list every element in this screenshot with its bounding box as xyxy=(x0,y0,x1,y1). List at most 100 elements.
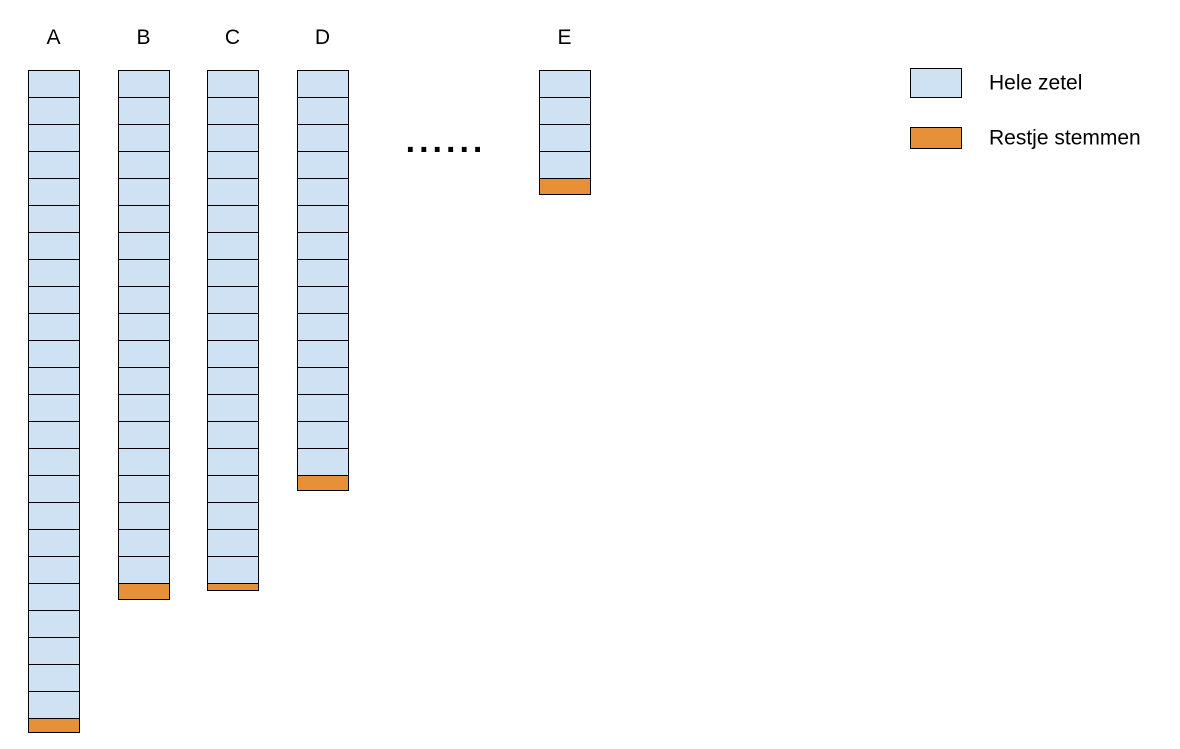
whole-seat-block xyxy=(28,610,80,638)
whole-seat-block xyxy=(118,421,170,449)
whole-seat-block xyxy=(297,124,349,152)
legend-item-whole-seat: Hele zetel xyxy=(910,68,1082,98)
whole-seat-block xyxy=(539,70,591,98)
whole-seat-block xyxy=(118,529,170,557)
ellipsis-text: ...... xyxy=(406,122,487,160)
whole-seat-block xyxy=(28,97,80,125)
party-column-e: E xyxy=(539,26,591,195)
whole-seat-block xyxy=(28,151,80,179)
whole-seat-block xyxy=(297,70,349,98)
whole-seat-block xyxy=(539,124,591,152)
party-label: A xyxy=(46,26,60,49)
whole-seat-block xyxy=(28,448,80,476)
whole-seat-block xyxy=(118,151,170,179)
whole-seat-block xyxy=(118,178,170,206)
whole-seat-block xyxy=(28,475,80,503)
whole-seat-block xyxy=(28,340,80,368)
whole-seat-block xyxy=(207,421,259,449)
whole-seat-block xyxy=(207,340,259,368)
whole-seat-block xyxy=(118,556,170,584)
whole-seat-block xyxy=(207,97,259,125)
whole-seat-block xyxy=(297,232,349,260)
whole-seat-block xyxy=(118,70,170,98)
whole-seat-block xyxy=(28,691,80,719)
party-column-a: A xyxy=(28,26,80,733)
whole-seat-block xyxy=(118,232,170,260)
whole-seat-block xyxy=(207,124,259,152)
whole-seat-block xyxy=(297,394,349,422)
whole-seat-block xyxy=(207,205,259,233)
whole-seat-block xyxy=(118,502,170,530)
whole-seat-block xyxy=(297,178,349,206)
whole-seat-block xyxy=(207,394,259,422)
whole-seat-block xyxy=(28,367,80,395)
whole-seat-block xyxy=(28,502,80,530)
whole-seat-block xyxy=(297,367,349,395)
whole-seat-block xyxy=(297,97,349,125)
legend-item-remainder: Restje stemmen xyxy=(910,127,1141,150)
legend-swatch xyxy=(910,68,962,98)
whole-seat-block xyxy=(28,637,80,665)
whole-seat-block xyxy=(28,394,80,422)
whole-seat-block xyxy=(28,529,80,557)
whole-seat-block xyxy=(118,448,170,476)
remainder-block xyxy=(297,475,349,491)
whole-seat-block xyxy=(297,313,349,341)
whole-seat-block xyxy=(297,421,349,449)
whole-seat-block xyxy=(28,70,80,98)
remainder-block xyxy=(118,583,170,600)
whole-seat-block xyxy=(118,97,170,125)
remainder-block xyxy=(539,178,591,195)
whole-seat-block xyxy=(28,259,80,287)
party-label: B xyxy=(136,26,150,49)
legend-swatch xyxy=(910,127,962,149)
legend-label: Hele zetel xyxy=(989,72,1082,95)
remainder-block xyxy=(28,718,80,733)
whole-seat-block xyxy=(207,70,259,98)
whole-seat-block xyxy=(207,448,259,476)
party-column-c: C xyxy=(207,26,259,591)
whole-seat-block xyxy=(297,286,349,314)
whole-seat-block xyxy=(28,583,80,611)
whole-seat-block xyxy=(207,556,259,584)
whole-seat-block xyxy=(118,367,170,395)
legend-label: Restje stemmen xyxy=(989,127,1141,150)
party-column-b: B xyxy=(118,26,170,600)
whole-seat-block xyxy=(207,259,259,287)
whole-seat-block xyxy=(297,259,349,287)
whole-seat-block xyxy=(118,205,170,233)
whole-seat-block xyxy=(118,394,170,422)
party-label: E xyxy=(557,26,571,49)
whole-seat-block xyxy=(28,124,80,152)
whole-seat-block xyxy=(28,178,80,206)
whole-seat-block xyxy=(297,205,349,233)
whole-seat-block xyxy=(539,97,591,125)
whole-seat-block xyxy=(28,286,80,314)
whole-seat-block xyxy=(207,286,259,314)
whole-seat-block xyxy=(28,421,80,449)
whole-seat-block xyxy=(297,151,349,179)
whole-seat-block xyxy=(207,475,259,503)
whole-seat-block xyxy=(207,529,259,557)
whole-seat-block xyxy=(28,232,80,260)
whole-seat-block xyxy=(539,151,591,179)
whole-seat-block xyxy=(28,556,80,584)
whole-seat-block xyxy=(207,313,259,341)
whole-seat-block xyxy=(118,475,170,503)
whole-seat-block xyxy=(297,448,349,476)
party-label: D xyxy=(315,26,330,49)
remainder-block xyxy=(207,583,259,591)
whole-seat-block xyxy=(207,151,259,179)
whole-seat-block xyxy=(207,502,259,530)
party-column-d: D xyxy=(297,26,349,491)
whole-seat-block xyxy=(28,205,80,233)
whole-seat-block xyxy=(118,286,170,314)
whole-seat-block xyxy=(118,124,170,152)
whole-seat-block xyxy=(118,259,170,287)
whole-seat-block xyxy=(207,232,259,260)
whole-seat-block xyxy=(28,313,80,341)
whole-seat-block xyxy=(118,313,170,341)
